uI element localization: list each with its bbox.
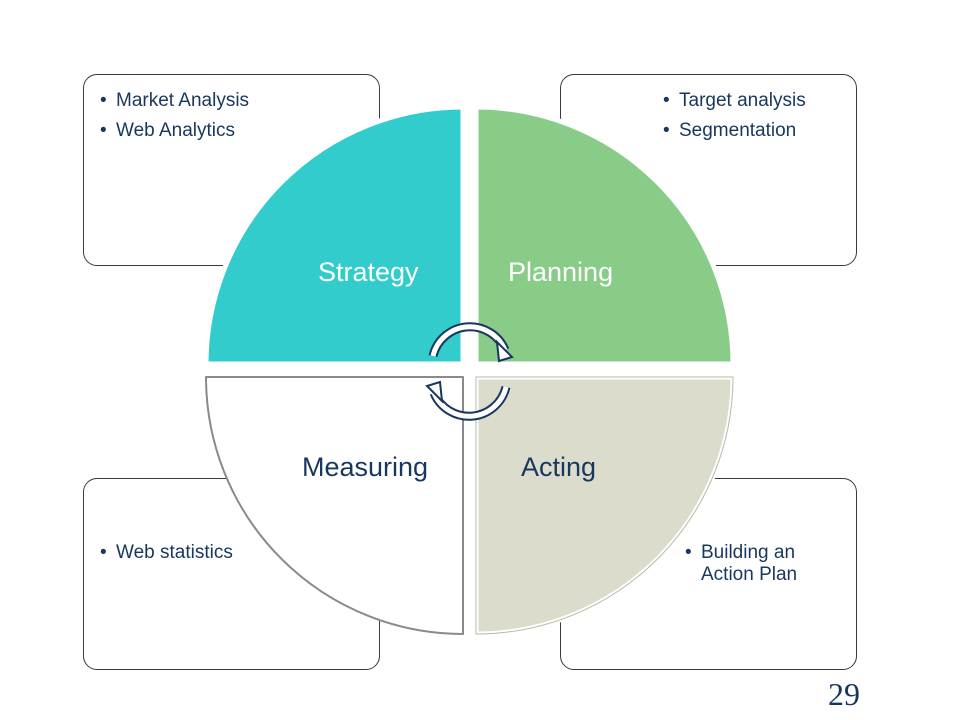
bullet-market-analysis: Market Analysis	[100, 90, 280, 112]
strategy-quadrant	[203, 104, 466, 367]
slide-number: 29	[828, 676, 860, 712]
bullet-building-action-plan: Building an Action Plan	[685, 542, 845, 586]
strategy-label: Strategy	[318, 257, 419, 287]
planning-bullet-list: Target analysis Segmentation	[663, 90, 848, 150]
strategy-bullet-list: Market Analysis Web Analytics	[100, 90, 280, 150]
measuring-label: Measuring	[302, 452, 429, 482]
planning-quadrant	[473, 104, 736, 367]
bullet-segmentation: Segmentation	[663, 120, 848, 142]
acting-quadrant	[473, 374, 736, 637]
planning-label: Planning	[508, 257, 614, 287]
cycle-arrows-icon	[425, 322, 514, 421]
measuring-quadrant	[205, 376, 464, 635]
bullet-web-statistics: Web statistics	[100, 542, 280, 564]
bullet-web-analytics: Web Analytics	[100, 120, 280, 142]
acting-label: Acting	[521, 452, 597, 482]
measuring-bullet-list: Web statistics	[100, 542, 280, 572]
bullet-target-analysis: Target analysis	[663, 90, 848, 112]
acting-bullet-list: Building an Action Plan	[685, 542, 845, 594]
